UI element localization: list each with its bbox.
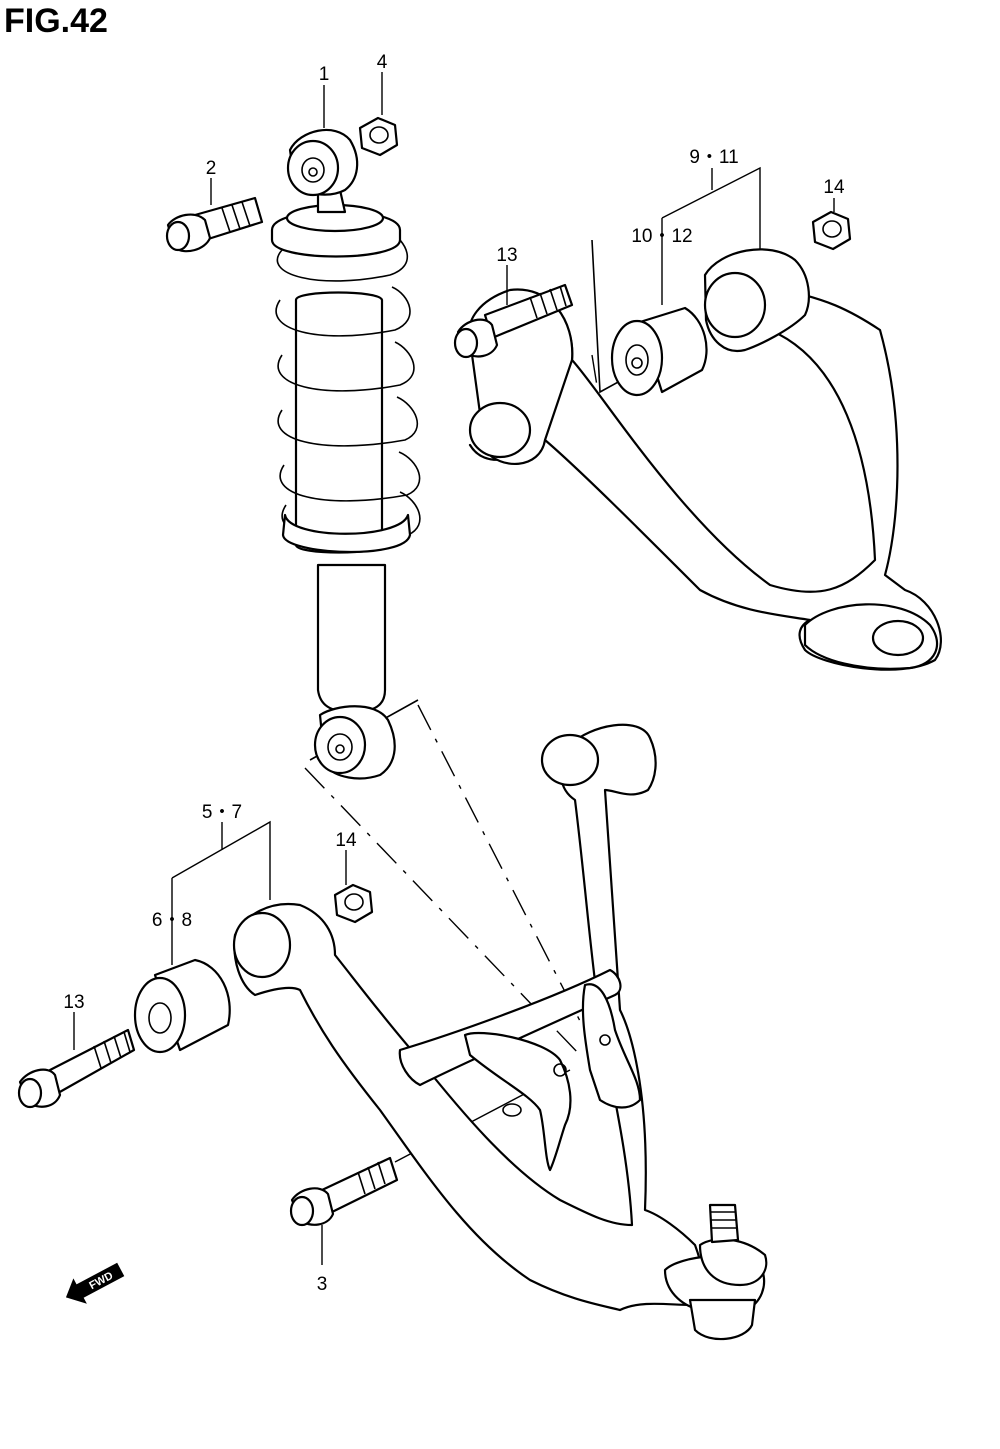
lower-control-arm[interactable] <box>232 723 704 1312</box>
bolt-13-upper[interactable] <box>453 283 574 359</box>
callout-labels: 1 2 3 4 5・7 6・8 9・11 10・12 13 13 14 14 <box>63 52 845 1295</box>
fwd-arrow-icon <box>65 1262 125 1304</box>
nut-14-lower[interactable] <box>333 883 374 924</box>
callout-13-upper: 13 <box>496 245 517 266</box>
lower-arm-bushing[interactable] <box>133 958 231 1054</box>
callout-2: 2 <box>206 158 217 179</box>
callout-4: 4 <box>377 52 388 73</box>
nut-14-upper[interactable] <box>811 210 852 251</box>
shock-absorber[interactable] <box>270 128 421 780</box>
bolt-3[interactable] <box>289 1156 399 1227</box>
bolt-13-lower[interactable] <box>17 1028 136 1109</box>
figure-title: FIG.42 <box>4 2 108 40</box>
callout-9-11: 9・11 <box>689 147 738 168</box>
bolt-2[interactable] <box>165 196 264 253</box>
callout-14-upper: 14 <box>823 177 845 198</box>
callout-leaders <box>73 72 835 1265</box>
callout-6-8: 6・8 <box>152 910 192 931</box>
upper-arm-bushing[interactable] <box>610 306 708 397</box>
callout-14-lower: 14 <box>335 830 357 851</box>
callout-3: 3 <box>317 1274 328 1295</box>
callout-1: 1 <box>319 64 330 85</box>
nut-4[interactable] <box>358 116 399 157</box>
ball-joint[interactable] <box>663 1203 768 1341</box>
callout-5-7: 5・7 <box>202 802 242 823</box>
callout-10-12: 10・12 <box>631 226 692 247</box>
fwd-direction-badge: FWD <box>65 1262 125 1304</box>
fwd-label: FWD <box>87 1270 115 1292</box>
callout-13-lower: 13 <box>63 992 84 1013</box>
